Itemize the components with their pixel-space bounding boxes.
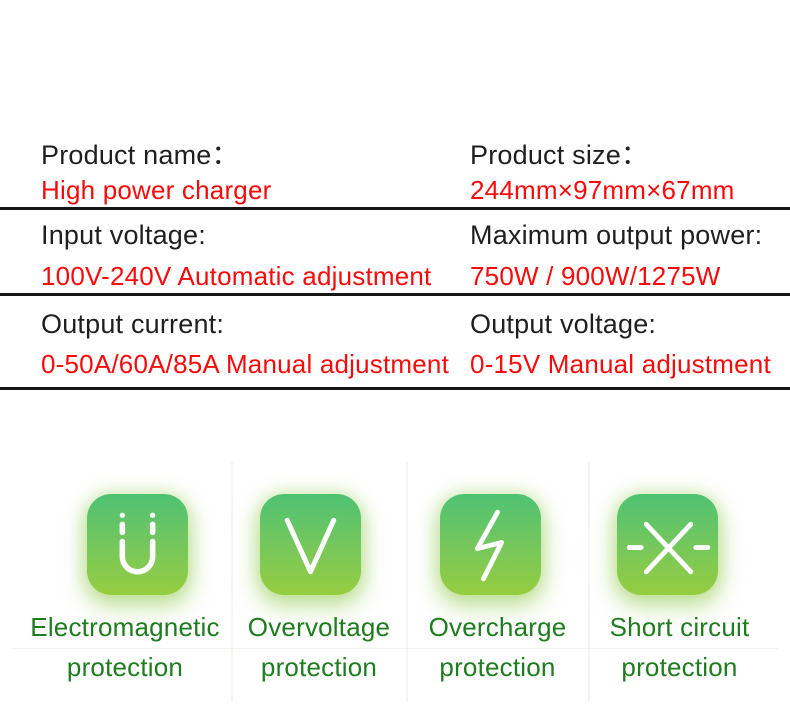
input-voltage-value: 100V-240V Automatic adjustment bbox=[41, 261, 432, 291]
feature-label-electromagnetic-2: protection bbox=[10, 652, 240, 683]
magnet-icon bbox=[87, 494, 188, 595]
tile-seam bbox=[12, 648, 778, 649]
input-voltage-label: Input voltage: bbox=[41, 220, 206, 250]
feature-label-text: Overvoltage bbox=[247, 612, 391, 642]
row-divider bbox=[0, 207, 790, 210]
tile-seam bbox=[406, 462, 408, 702]
feature-label-text: Short circuit bbox=[609, 612, 750, 642]
feature-label-text: protection bbox=[439, 652, 556, 682]
row-divider bbox=[0, 387, 790, 390]
max-output-power-label: Maximum output power: bbox=[470, 220, 763, 250]
product-size-value: 244mm×97mm×67mm bbox=[470, 175, 735, 205]
max-output-power-value: 750W / 900W/1275W bbox=[470, 261, 721, 291]
tile-seam bbox=[588, 462, 590, 702]
product-name-label: Product name： bbox=[41, 140, 239, 170]
feature-label-overcharge: Overcharge bbox=[410, 612, 585, 643]
output-voltage-label: Output voltage: bbox=[470, 309, 657, 339]
tile-seam bbox=[231, 462, 233, 702]
feature-label-text: protection bbox=[66, 652, 184, 682]
feature-label-text: Overcharge bbox=[428, 612, 567, 642]
row-divider bbox=[0, 293, 790, 296]
output-current-value: 0-50A/60A/85A Manual adjustment bbox=[41, 349, 450, 379]
product-size-label: Product size： bbox=[470, 140, 649, 170]
feature-label-short-circuit-2: protection bbox=[592, 652, 767, 683]
feature-label-short-circuit: Short circuit bbox=[592, 612, 767, 643]
feature-label-overcharge-2: protection bbox=[410, 652, 585, 683]
feature-label-text: protection bbox=[260, 652, 378, 682]
feature-label-overvoltage: Overvoltage bbox=[235, 612, 403, 643]
product-name-value: High power charger bbox=[41, 175, 272, 205]
short-circuit-icon bbox=[617, 494, 718, 595]
feature-label-text: Electromagnetic bbox=[30, 612, 220, 642]
output-current-label: Output current: bbox=[41, 309, 225, 339]
feature-label-electromagnetic: Electromagnetic bbox=[10, 612, 240, 643]
overvoltage-icon bbox=[260, 494, 361, 595]
feature-label-text: protection bbox=[621, 652, 738, 682]
output-voltage-value: 0-15V Manual adjustment bbox=[470, 349, 771, 379]
feature-label-overvoltage-2: protection bbox=[235, 652, 403, 683]
lightning-icon bbox=[440, 494, 541, 595]
